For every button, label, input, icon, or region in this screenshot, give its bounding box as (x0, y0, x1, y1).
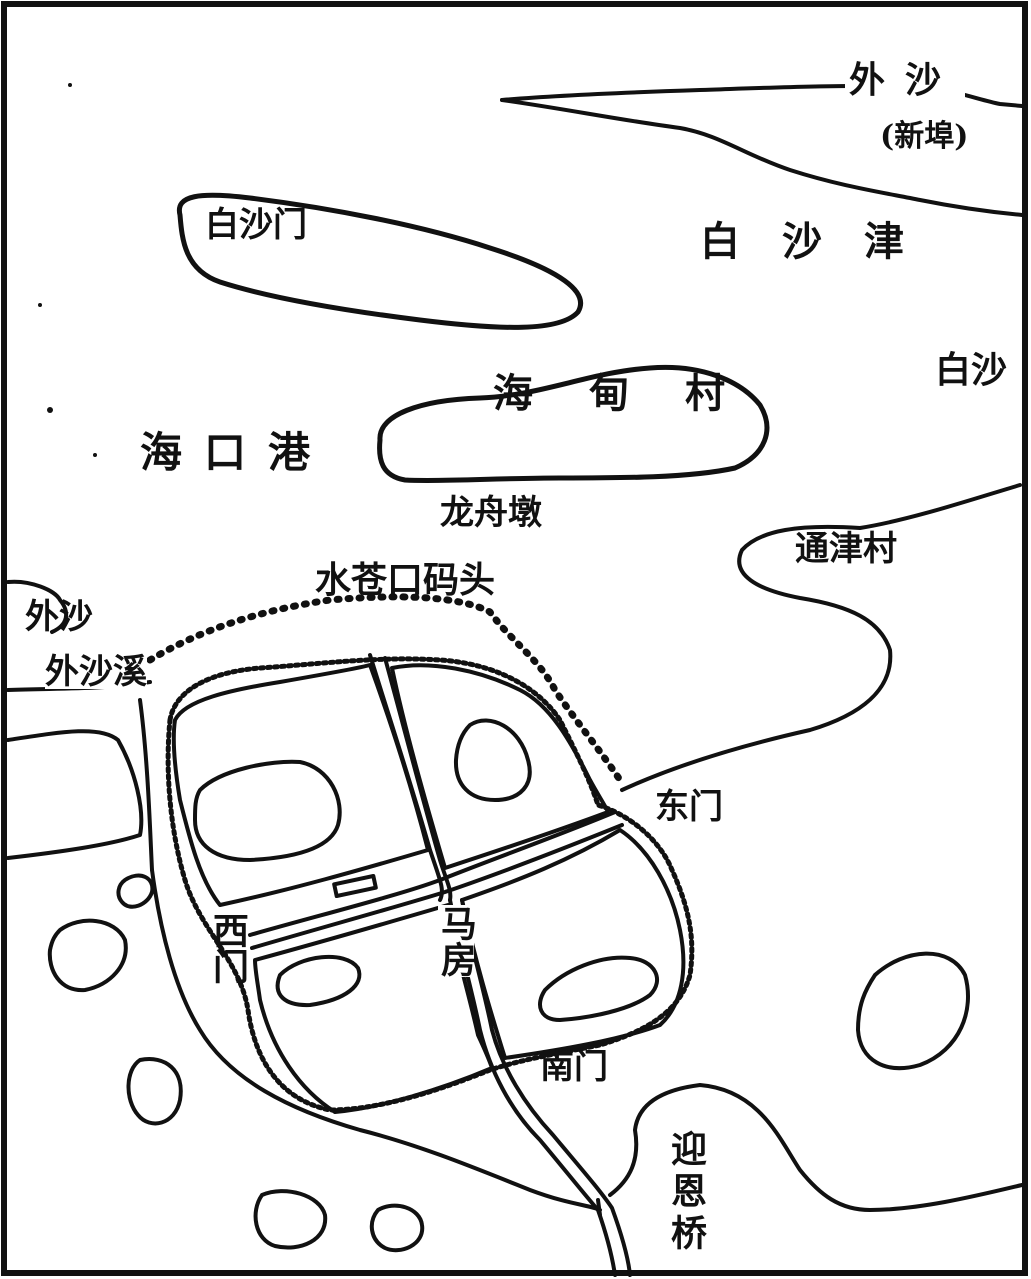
waishaxi-creek-channel (138, 698, 154, 872)
label-baishamen: 白沙门 (205, 205, 307, 245)
waisha-west-coast (6, 579, 69, 634)
waisha-sandbar-south-coast (500, 98, 1024, 217)
speck (68, 83, 72, 87)
label-yingenqiao: 迎恩桥 (665, 1130, 707, 1256)
label-xinbu: (新埠) (880, 119, 969, 154)
label-baishajin: 白沙津 (700, 218, 946, 265)
haidian-island (377, 364, 770, 484)
label-haikougang: 海口港 (140, 428, 333, 477)
north-south-street-upper-b (383, 656, 453, 902)
northwest-block (171, 663, 430, 907)
pond-southwest (275, 954, 362, 1008)
waishaxi-creek-shore (6, 729, 144, 860)
city-wall (165, 656, 695, 1113)
label-waisha-top: 外沙 (845, 62, 966, 98)
pond-northwest (193, 759, 342, 862)
pond-northeast (453, 718, 532, 802)
west-islet-2 (116, 873, 155, 909)
southeast-block (460, 828, 686, 1060)
label-shuixiangkou: 水苍口码头 (315, 559, 496, 601)
small-building (332, 873, 378, 899)
label-waishaxi: 外沙溪 (45, 652, 147, 692)
label-longzhoudun: 龙舟墩 (440, 493, 542, 533)
label-tongjincun: 通津村 (795, 529, 897, 569)
shuixiangkou-dotted-wall (146, 593, 624, 784)
label-dongmen: 东门 (655, 787, 723, 827)
northeast-block (390, 663, 610, 870)
label-baisha: 白沙 (935, 349, 1008, 391)
south-street-b (460, 898, 632, 1277)
southwest-block (253, 903, 494, 1114)
pond-southeast (538, 955, 660, 1022)
label-haidiancun: 海甸村 (493, 370, 781, 417)
south-islet-2 (369, 1203, 425, 1253)
east-islet (856, 951, 970, 1071)
west-islet-3 (126, 1057, 183, 1126)
east-west-street-b (250, 823, 624, 950)
speck (47, 407, 53, 413)
city-outer-shore (150, 868, 602, 1212)
baishamen-island (176, 192, 584, 330)
speck (93, 453, 97, 457)
label-waisha-left: 外沙 (25, 597, 93, 637)
west-islet-1 (47, 918, 128, 993)
label-nanmen: 南门 (540, 1047, 608, 1087)
label-mafang: 马房 (435, 905, 477, 977)
east-west-street-a (248, 810, 617, 937)
speck (38, 303, 42, 307)
yingen-bridge-left (596, 1198, 602, 1217)
yingen-coast (608, 1083, 1024, 1212)
south-street-a (448, 898, 617, 1277)
label-ximen: 西门 (207, 912, 249, 984)
south-islet-1 (253, 1189, 328, 1250)
tongjin-coast (620, 483, 1022, 792)
